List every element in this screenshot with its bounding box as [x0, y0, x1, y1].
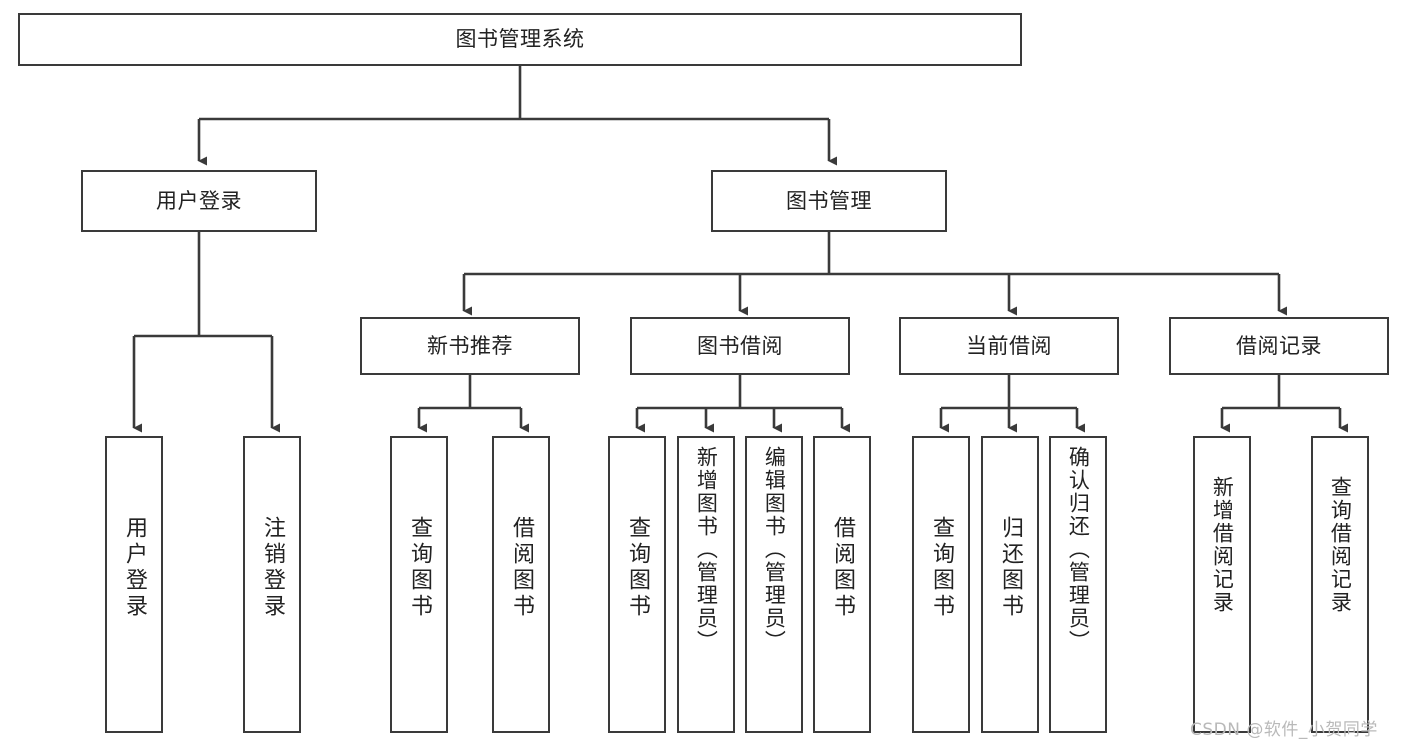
node-leaf-add-record[interactable]: 新增借阅记录	[1193, 436, 1251, 733]
node-leaf-add-book[interactable]: 新增图书（管理员）	[677, 436, 735, 733]
node-leaf-user-login[interactable]: 用户登录	[105, 436, 163, 733]
node-borrow-record-label: 借阅记录	[1236, 333, 1322, 358]
node-book-management[interactable]: 图书管理	[711, 170, 947, 232]
node-new-book-recommend-label: 新书推荐	[427, 333, 513, 358]
node-leaf-add-book-label: 新增图书（管理员）	[694, 446, 719, 653]
node-book-borrow[interactable]: 图书借阅	[630, 317, 850, 375]
node-leaf-borrow-book-1[interactable]: 借阅图书	[492, 436, 550, 733]
node-new-book-recommend[interactable]: 新书推荐	[360, 317, 580, 375]
node-leaf-user-logout[interactable]: 注销登录	[243, 436, 301, 733]
node-current-borrow-label: 当前借阅	[966, 333, 1052, 358]
node-leaf-query-book-3[interactable]: 查询图书	[912, 436, 970, 733]
node-leaf-query-book-2[interactable]: 查询图书	[608, 436, 666, 733]
node-leaf-confirm-return-label: 确认归还（管理员）	[1066, 446, 1091, 653]
node-leaf-add-record-label: 新增借阅记录	[1210, 476, 1235, 614]
node-book-borrow-label: 图书借阅	[697, 333, 783, 358]
node-leaf-query-book-1[interactable]: 查询图书	[390, 436, 448, 733]
node-leaf-return-book[interactable]: 归还图书	[981, 436, 1039, 733]
node-root[interactable]: 图书管理系统	[18, 13, 1022, 66]
node-leaf-query-book-1-label: 查询图书	[406, 516, 432, 620]
node-leaf-edit-book-label: 编辑图书（管理员）	[762, 446, 787, 653]
node-user-login[interactable]: 用户登录	[81, 170, 317, 232]
node-leaf-confirm-return[interactable]: 确认归还（管理员）	[1049, 436, 1107, 733]
node-leaf-query-book-3-label: 查询图书	[928, 516, 954, 620]
node-leaf-borrow-book-2[interactable]: 借阅图书	[813, 436, 871, 733]
node-user-login-label: 用户登录	[156, 188, 242, 213]
node-leaf-user-logout-label: 注销登录	[259, 516, 285, 620]
node-leaf-edit-book[interactable]: 编辑图书（管理员）	[745, 436, 803, 733]
node-leaf-query-record[interactable]: 查询借阅记录	[1311, 436, 1369, 733]
node-borrow-record[interactable]: 借阅记录	[1169, 317, 1389, 375]
node-leaf-borrow-book-1-label: 借阅图书	[508, 516, 534, 620]
node-leaf-user-login-label: 用户登录	[121, 516, 147, 620]
node-leaf-borrow-book-2-label: 借阅图书	[829, 516, 855, 620]
node-current-borrow[interactable]: 当前借阅	[899, 317, 1119, 375]
node-book-management-label: 图书管理	[786, 188, 872, 213]
node-root-label: 图书管理系统	[455, 27, 585, 52]
node-leaf-query-record-label: 查询借阅记录	[1328, 476, 1353, 614]
node-leaf-query-book-2-label: 查询图书	[624, 516, 650, 620]
node-leaf-return-book-label: 归还图书	[997, 516, 1023, 620]
